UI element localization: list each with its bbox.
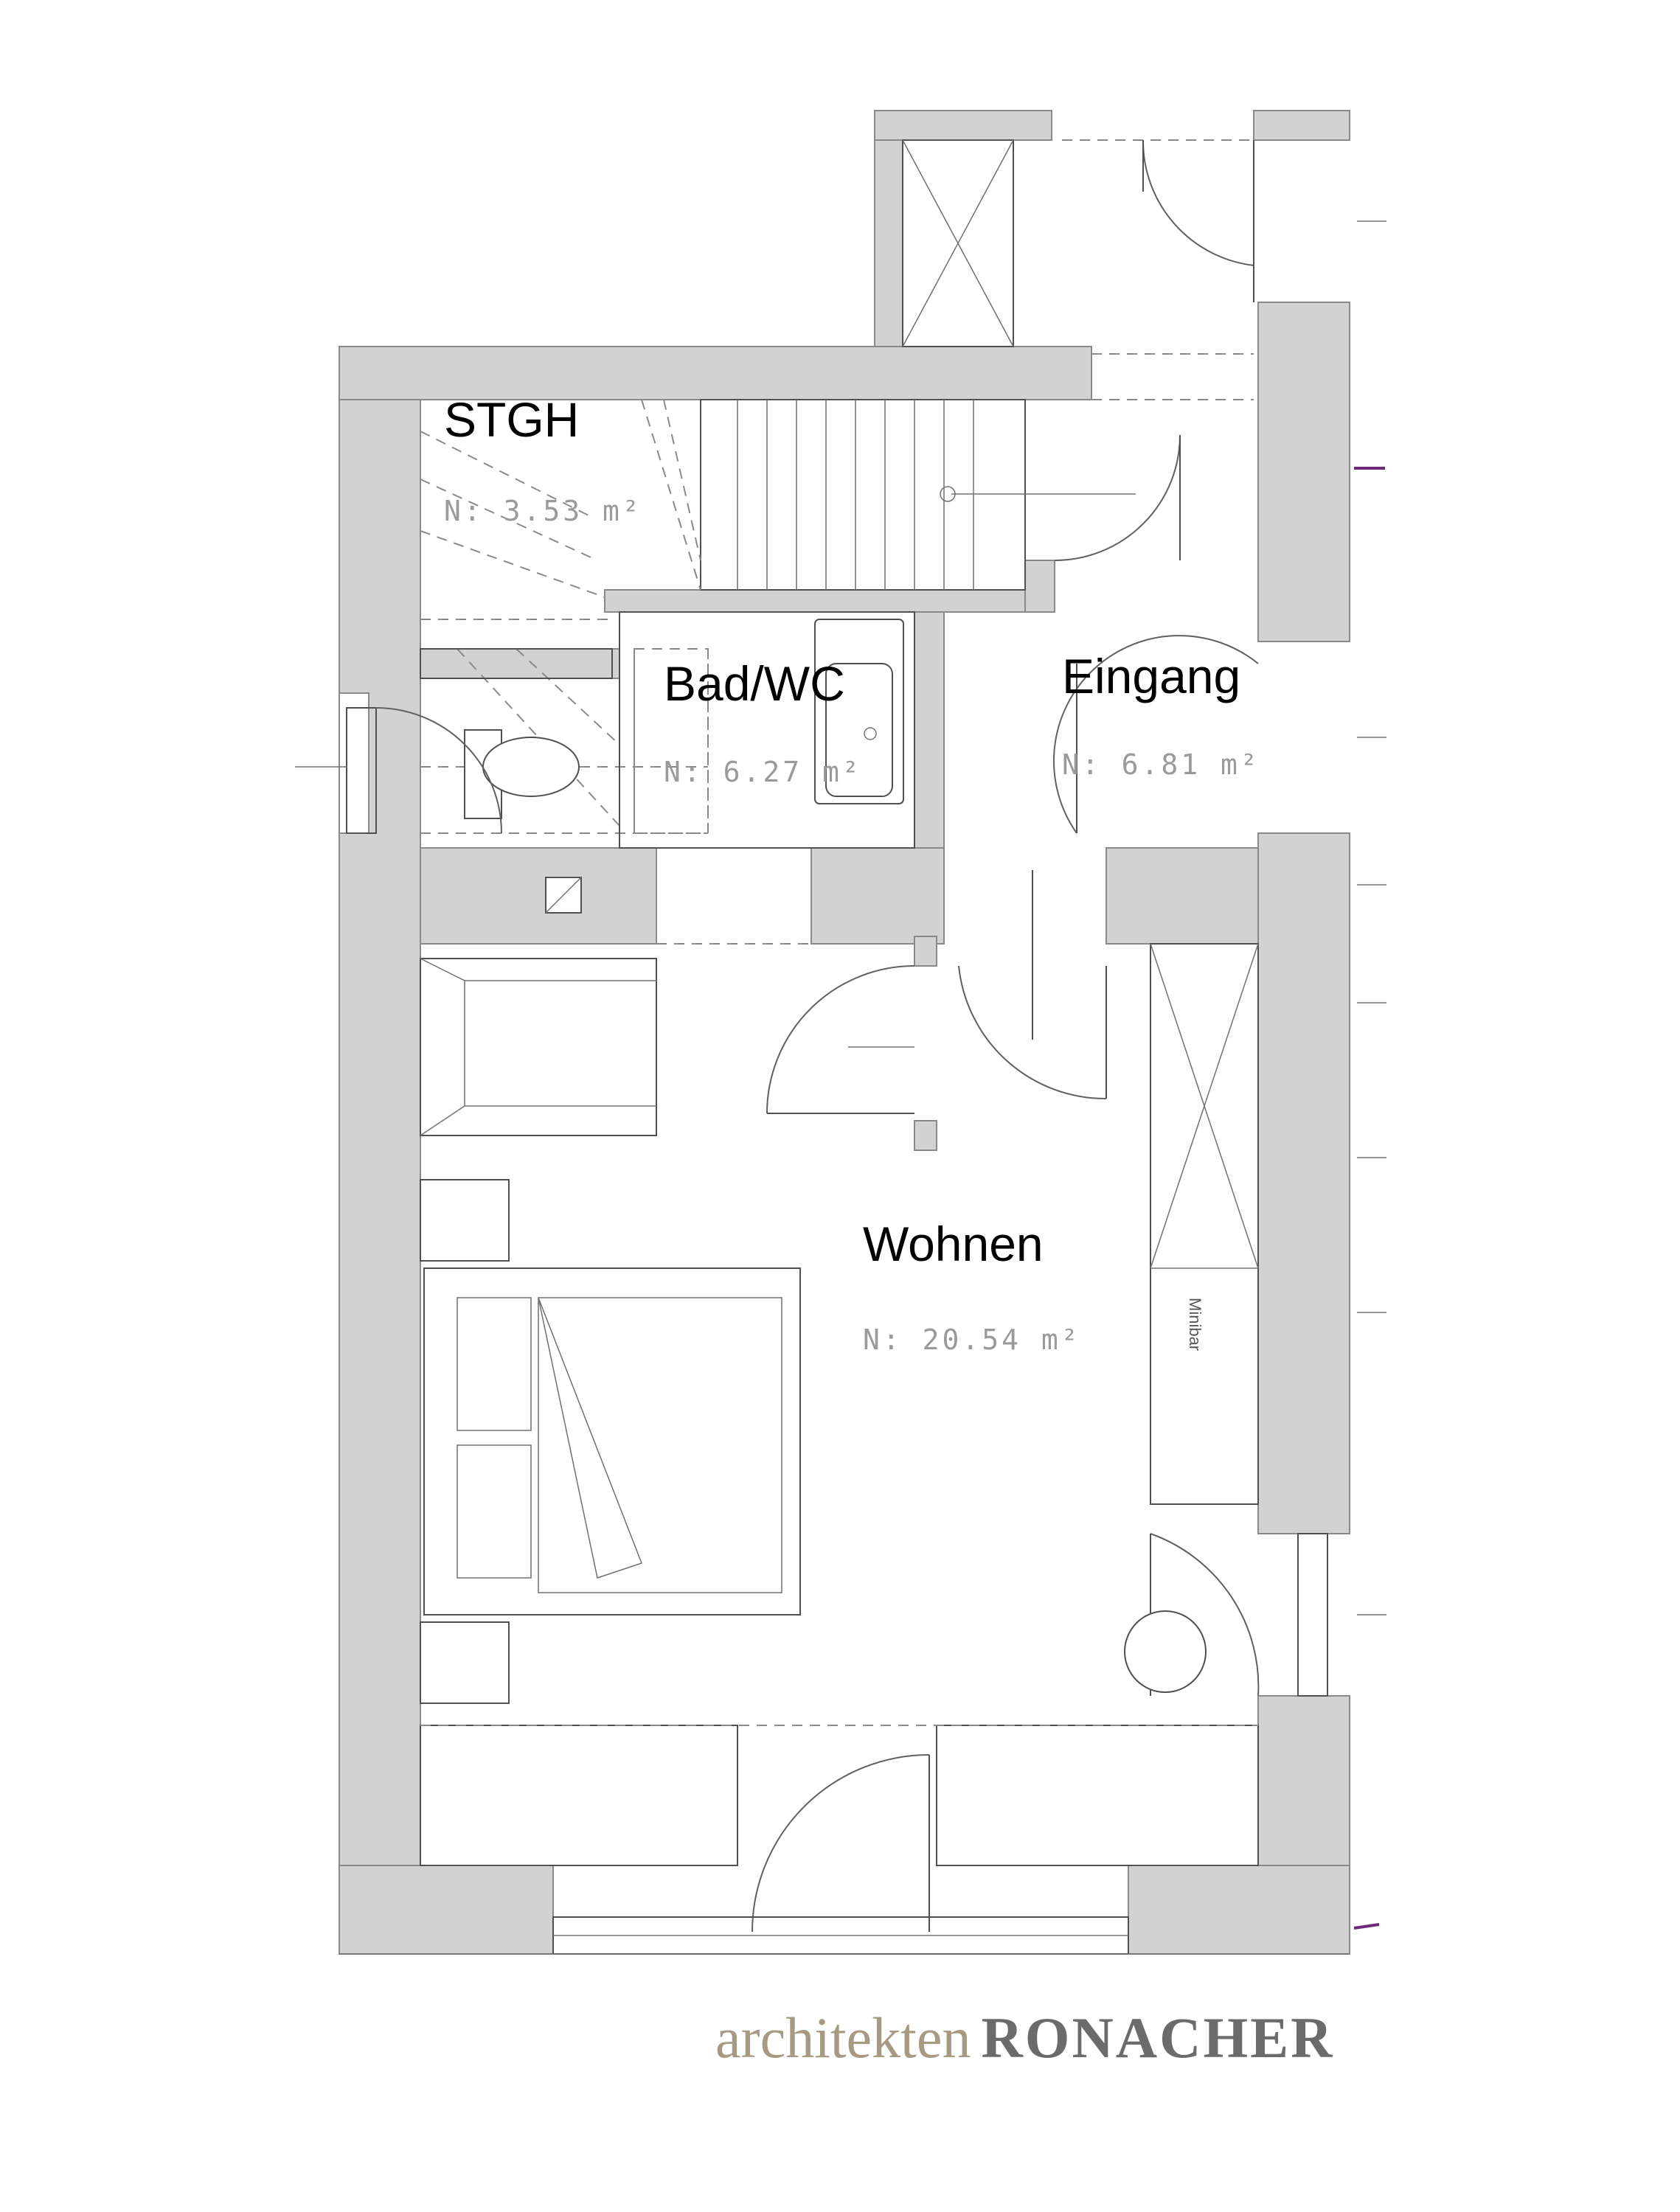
entry-tower <box>902 139 1254 400</box>
room-name-stgh: STGH <box>444 392 579 447</box>
room-area-bad: N: 6.27 m² <box>664 756 862 788</box>
purple-markers <box>1353 467 1385 1930</box>
brand-part1: architekten <box>715 2006 971 2070</box>
bottom-zone <box>420 1725 1259 1955</box>
bathroom-fixtures <box>464 611 915 849</box>
room-area-eingang: N: 6.81 m² <box>1062 748 1260 781</box>
walls <box>339 110 1350 1955</box>
left-window <box>295 707 502 834</box>
room-area-wohnen: N: 20.54 m² <box>863 1324 1081 1356</box>
room-area-stgh: N: 3.53 m² <box>444 495 642 527</box>
minibar-cabinet <box>1150 943 1259 1505</box>
hall-doors <box>656 434 1259 1114</box>
minibar-label: Minibar <box>1186 1298 1204 1351</box>
room-name-eingang: Eingang <box>1062 649 1240 703</box>
room-name-wohnen: Wohnen <box>863 1217 1044 1271</box>
bed <box>420 1179 801 1704</box>
closet <box>420 958 657 1136</box>
room-name-bad: Bad/WC <box>664 656 845 711</box>
brand-part2: RONACHER <box>981 2006 1334 2070</box>
right-window <box>1124 1533 1328 1697</box>
exterior-ticks <box>339 220 1386 1955</box>
